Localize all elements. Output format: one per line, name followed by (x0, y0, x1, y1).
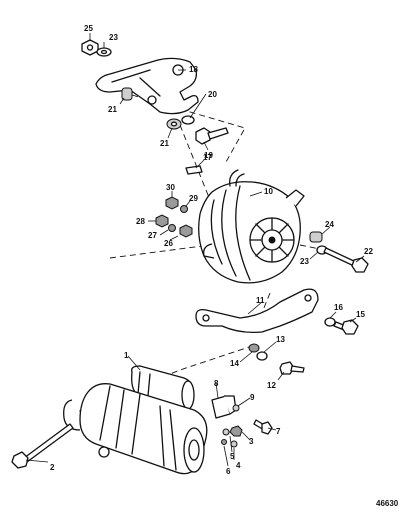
callout-15: 15 (356, 310, 365, 319)
relay-bracket-8 (211, 395, 237, 419)
washer-20 (181, 115, 195, 125)
spacer-24 (309, 231, 323, 243)
callout-7: 7 (276, 427, 281, 436)
bolt-7 (253, 419, 273, 435)
callout-20: 20 (208, 90, 217, 99)
bolt-12 (279, 361, 305, 375)
callout-5: 5 (230, 452, 235, 461)
callout-28: 28 (136, 217, 145, 226)
callout-22: 22 (364, 247, 373, 256)
callout-14: 14 (230, 359, 239, 368)
callout-4: 4 (236, 461, 241, 470)
bolt-15 (333, 319, 359, 335)
bolt-19 (195, 127, 229, 145)
callout-11: 11 (256, 296, 265, 305)
reference-number: 46630 (376, 499, 399, 508)
washer-4 (230, 440, 238, 448)
callout-12: 12 (267, 381, 276, 390)
callout-9: 9 (250, 393, 255, 402)
washer-23-top (96, 47, 112, 57)
nut-6 (221, 439, 227, 445)
upper-mounting-bracket (95, 57, 199, 115)
nut-30 (165, 196, 179, 210)
callout-6: 6 (226, 467, 231, 476)
nut-25 (81, 39, 99, 56)
spacer-21-upper (121, 87, 133, 101)
washer-14 (248, 343, 260, 353)
callout-23-top: 23 (109, 33, 118, 42)
callout-8: 8 (214, 379, 219, 388)
callout-leader-lines (25, 33, 365, 467)
callout-24: 24 (325, 220, 334, 229)
pin-17 (185, 165, 203, 175)
nut-29 (180, 205, 188, 213)
callout-17: 17 (203, 153, 212, 162)
callout-2: 2 (50, 463, 55, 472)
starter-motor-1 (63, 365, 208, 475)
washer-9 (232, 404, 240, 412)
nut-3 (229, 425, 243, 437)
adjusting-bracket-11 (195, 288, 319, 334)
callout-1: 1 (124, 351, 129, 360)
nut-26 (179, 224, 193, 238)
callout-25: 25 (84, 24, 93, 33)
callout-29: 29 (189, 194, 198, 203)
starter-bolt-2 (11, 423, 74, 469)
callout-26: 26 (164, 239, 173, 248)
nut-28 (155, 214, 169, 228)
callout-23-right: 23 (300, 257, 309, 266)
callout-16: 16 (334, 303, 343, 312)
callout-27: 27 (148, 231, 157, 240)
alternator-10 (198, 169, 305, 284)
callout-3: 3 (249, 437, 254, 446)
callout-labels: 25 23 18 20 21 21 19 17 10 30 29 28 27 2… (50, 24, 399, 508)
washer-16 (324, 317, 336, 327)
washer-13 (256, 351, 268, 361)
callout-21-upper: 21 (108, 105, 117, 114)
nut-27 (168, 224, 176, 232)
callout-19: 19 (204, 151, 213, 160)
washer-5 (222, 428, 230, 436)
callout-18: 18 (189, 65, 198, 74)
bolt-22 (323, 247, 369, 273)
callout-21-lower: 21 (160, 139, 169, 148)
callout-10: 10 (264, 187, 273, 196)
spacer-21-lower (166, 118, 182, 130)
callout-13: 13 (276, 335, 285, 344)
callout-30: 30 (166, 183, 175, 192)
